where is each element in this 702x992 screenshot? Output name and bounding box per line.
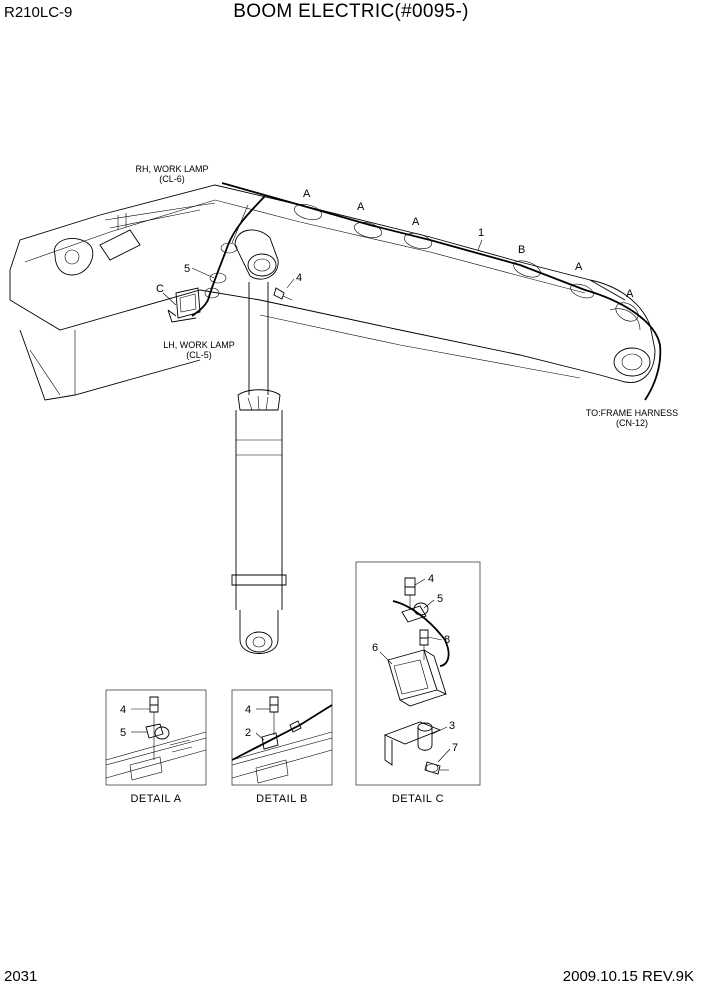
lh-lamp-label: LH, WORK LAMP [163,340,235,350]
model-code: R210LC-9 [4,4,73,21]
rh-lamp-label: RH, WORK LAMP [135,164,208,174]
detail-a-caption: DETAIL A [130,793,181,805]
main-leaders [162,239,483,306]
marker-a: A [357,201,365,213]
part-number: 4 [428,573,434,585]
boom-structure [9,184,656,401]
part-number: 1 [478,227,484,239]
part-number: 5 [437,593,443,605]
marker-a: A [575,261,583,273]
part-number: 6 [372,642,378,654]
part-number: 4 [120,704,126,716]
part-number: 4 [245,704,251,716]
detail-c-caption: DETAIL C [392,793,444,805]
marker-b: B [518,244,525,256]
part-number: 3 [449,720,455,732]
boom-cylinder [231,282,287,654]
frame-harness-code: (CN-12) [616,418,648,428]
detail-b-caption: DETAIL B [256,793,308,805]
lh-lamp-code: (CL-5) [186,350,212,360]
part-number: 7 [452,742,458,754]
marker-a: A [626,288,634,300]
wiring-harness [191,182,662,401]
marker-a: A [303,188,311,200]
part-number: 2 [245,727,251,739]
rh-lamp-code: (CL-6) [159,174,185,184]
lh-work-lamp [167,287,201,323]
page-title: BOOM ELECTRIC(#0095-) [233,1,469,22]
detail-c: 4 5 8 6 3 7 DETAIL C [355,561,481,805]
harness-clamps [204,204,639,322]
detail-a: 4 5 DETAIL A [105,689,207,805]
marker-a: A [412,216,420,228]
revision-date: 2009.10.15 REV.9K [562,968,694,985]
part-number: 4 [296,272,302,284]
frame-harness-label: TO:FRAME HARNESS [586,408,678,418]
page-number: 2031 [4,968,38,985]
part-number: 8 [444,634,450,646]
marker-c: C [156,283,164,295]
part-number: 5 [120,727,126,739]
part-number: 5 [184,263,190,275]
detail-b: 4 2 DETAIL B [231,689,333,805]
bolt-4-main [273,287,293,301]
